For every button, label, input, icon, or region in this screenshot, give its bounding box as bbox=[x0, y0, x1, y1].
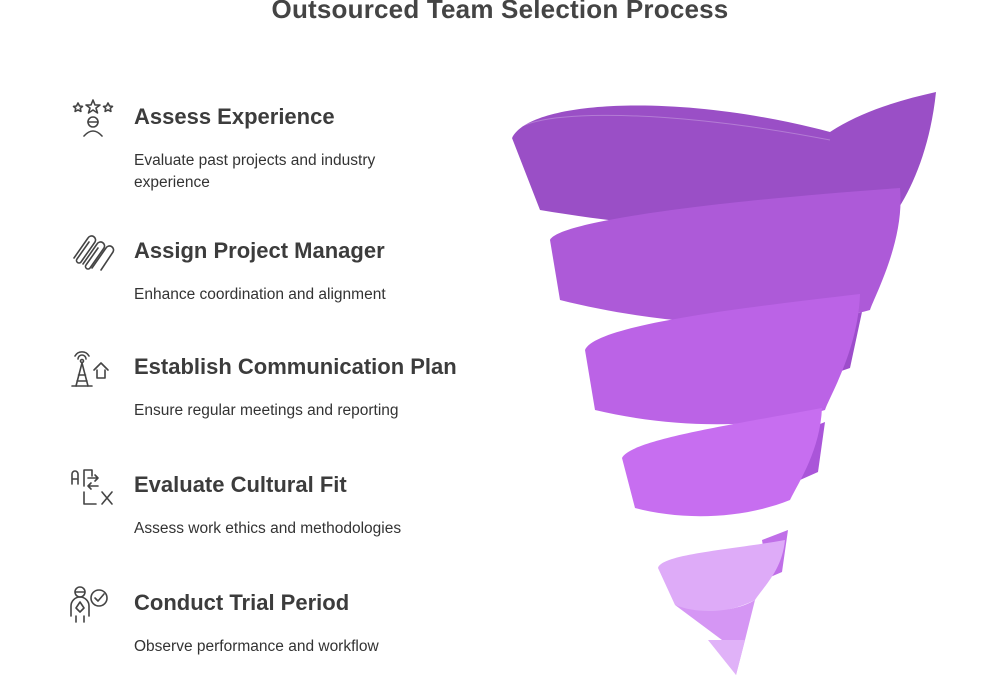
step-description: Ensure regular meetings and reporting bbox=[134, 402, 399, 419]
page-title: Outsourced Team Selection Process bbox=[271, 0, 729, 24]
translate-icon bbox=[66, 466, 120, 506]
step-heading: Assign Project Manager bbox=[134, 238, 385, 263]
funnel-band-3 bbox=[585, 294, 860, 425]
step-heading: Conduct Trial Period bbox=[134, 590, 350, 615]
person-check-icon bbox=[66, 584, 120, 624]
step-description: Enhance coordination and alignment bbox=[134, 286, 386, 303]
funnel-band-4 bbox=[622, 408, 822, 517]
antenna-tower-icon bbox=[66, 348, 120, 388]
step-heading: Establish Communication Plan bbox=[134, 354, 457, 379]
funnel-band-5 bbox=[658, 540, 785, 612]
funnel-tip bbox=[675, 600, 755, 675]
step-description: Evaluate past projects and industry expe… bbox=[134, 152, 376, 191]
funnel-band-2 bbox=[550, 188, 901, 324]
step-description: Observe performance and workflow bbox=[134, 638, 379, 655]
stars-person-icon bbox=[66, 98, 120, 138]
step-heading: Evaluate Cultural Fit bbox=[134, 472, 347, 497]
step-heading: Assess Experience bbox=[134, 104, 335, 129]
paperclips-icon bbox=[66, 232, 120, 272]
spiral-funnel bbox=[500, 80, 960, 690]
step-description: Assess work ethics and methodologies bbox=[134, 520, 402, 537]
